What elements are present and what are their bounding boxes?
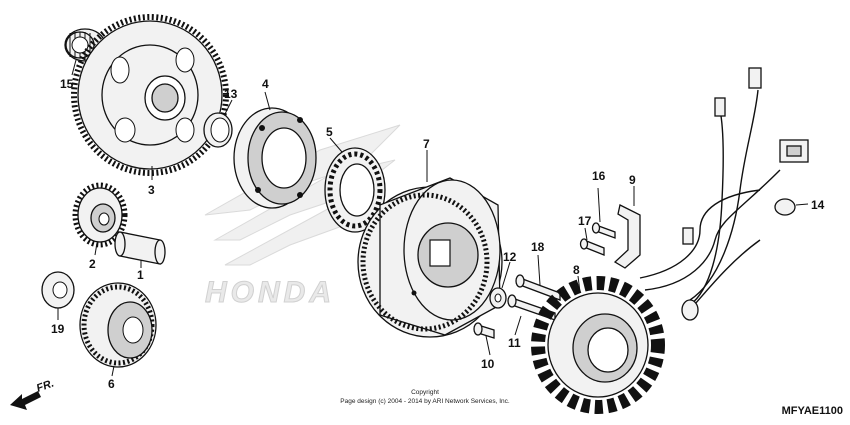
one-way-clutch-part (324, 147, 386, 233)
callout-16: 16 (592, 169, 606, 183)
callout-1: 1 (137, 268, 144, 282)
callout-15: 15 (60, 77, 74, 91)
callout-12: 12 (503, 250, 517, 264)
copyright-line-2: Page design (c) 2004 - 2014 by ARI Netwo… (340, 398, 510, 405)
callout-14: 14 (811, 198, 825, 212)
front-indicator: FR. (10, 377, 56, 410)
copyright-line-1: Copyright (411, 389, 439, 396)
flywheel-bolt-part (473, 322, 495, 339)
callout-4: 4 (262, 77, 269, 91)
flywheel-part (357, 177, 503, 338)
callout-18: 18 (531, 240, 545, 254)
stator-part (531, 276, 665, 414)
front-arrow-icon (10, 391, 41, 410)
callout-13: 13 (224, 87, 238, 101)
bolt-part-16 (591, 222, 616, 239)
callout-17: 17 (578, 214, 592, 228)
wire-harness (639, 67, 809, 321)
clutch-drum-part (79, 282, 157, 368)
callout-3: 3 (148, 183, 155, 197)
shaft-part (114, 231, 166, 265)
bolt-part-17 (579, 238, 605, 256)
callout-9: 9 (629, 173, 636, 187)
callout-labels: 1 2 3 4 5 6 7 8 9 10 11 12 13 14 15 16 1… (51, 77, 825, 391)
front-indicator-label: FR. (35, 377, 56, 394)
callout-6: 6 (108, 377, 115, 391)
callout-11: 11 (508, 336, 521, 350)
callout-10: 10 (481, 357, 495, 371)
washer-part (489, 287, 507, 309)
one-way-clutch-outer-part (233, 107, 317, 209)
callout-2: 2 (89, 257, 96, 271)
ball-bearing-part (41, 271, 75, 309)
callout-19: 19 (51, 322, 65, 336)
copyright-block: Copyright Page design (c) 2004 - 2014 by… (340, 389, 510, 405)
watermark-text: HONDA (205, 276, 335, 309)
reduction-gear-part (72, 182, 128, 248)
starter-driven-gear-part (71, 14, 229, 176)
callout-5: 5 (326, 125, 333, 139)
callout-7: 7 (423, 137, 430, 151)
leader-lines (57, 59, 809, 377)
o-ring-part (203, 112, 233, 148)
diagram-code: MFYAE1100 (782, 405, 843, 417)
wire-clamp-bracket-part (613, 204, 641, 269)
callout-8: 8 (573, 263, 580, 277)
bolt-part-18 (515, 274, 561, 301)
